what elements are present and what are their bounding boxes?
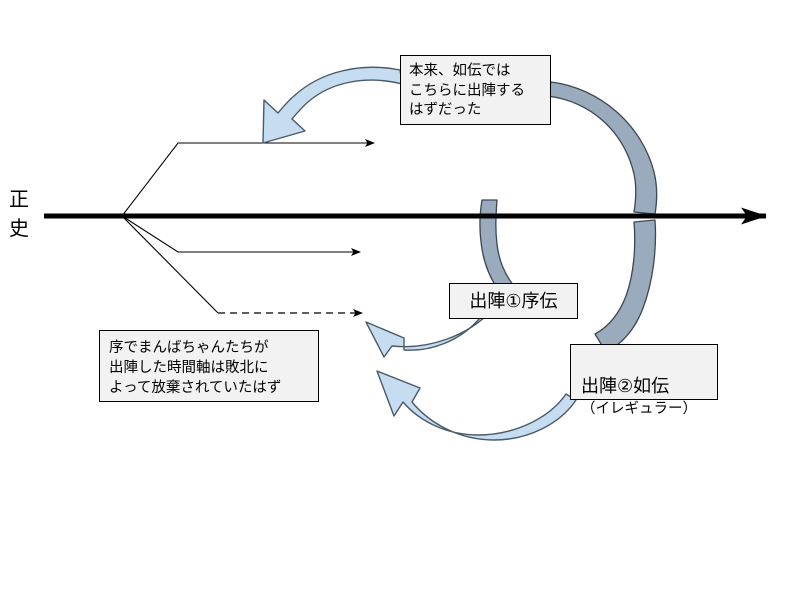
arrow-lower-outer-body (376, 370, 577, 441)
label-box-shutsujin-2-main: 出陣②如伝 (581, 376, 670, 396)
ribbon-right (547, 81, 658, 353)
ribbon-right-upper (547, 81, 658, 215)
branch-middle-line (121, 215, 361, 256)
branch-lower (121, 215, 363, 317)
branch-upper (121, 139, 375, 217)
arrow-lower-inner-body (365, 309, 493, 358)
branch-lower-solid-segment (121, 215, 219, 314)
label-box-shutsujin-2-sub: （イレギュラー） (581, 401, 697, 417)
ribbon-shutsujin1-band (479, 199, 515, 289)
arrow-top-curved (262, 66, 403, 144)
arrow-top-curved-body (262, 66, 403, 144)
arrow-lower-inner (365, 309, 493, 358)
arrow-lower-outer (376, 370, 577, 441)
axis-label-char-1: 正 (9, 189, 29, 211)
note-box-abandoned-timeline: 序でまんばちゃんたちが 出陣した時間軸は敗北に よって放棄されていたはず (99, 330, 319, 402)
ribbon-right-lower (594, 219, 657, 353)
branch-upper-line (121, 139, 375, 217)
branch-middle (121, 215, 361, 256)
ribbon-shutsujin1 (479, 199, 515, 289)
note-box-honrai: 本来、如伝では こちらに出陣する はずだった (400, 55, 551, 125)
axis-label-seishi: 正 史 (6, 186, 32, 244)
label-box-shutsujin-2: 出陣②如伝 （イレギュラー） (570, 344, 718, 417)
label-box-shutsujin-1: 出陣①序伝 (449, 283, 578, 319)
axis-label-char-2: 史 (9, 218, 29, 240)
